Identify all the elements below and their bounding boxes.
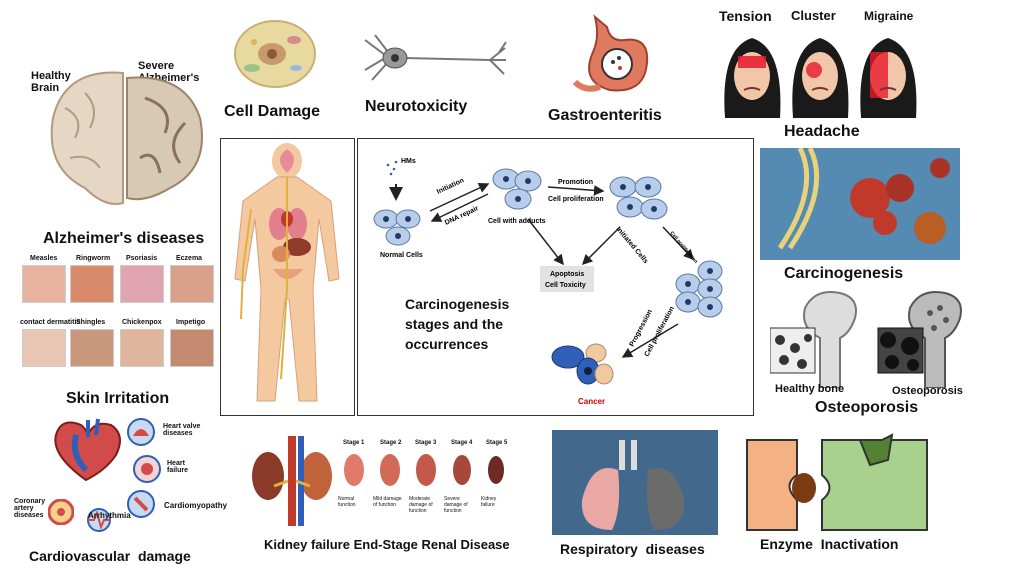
bones-image <box>770 291 962 388</box>
skin-tile-measles <box>22 265 66 303</box>
cardio-cardiomyopathy-label: Cardiomyopathy <box>164 501 228 510</box>
cardio-heart-valve-label: Heart valve diseases <box>163 423 201 437</box>
cell-damage-label: Cell Damage <box>224 103 321 120</box>
proliferated-cells <box>675 260 723 318</box>
skin-tile-chickenpox <box>120 329 164 367</box>
healthy-brain-label: Healthy Brain <box>31 70 71 94</box>
kidney-desc-5: Kidney failure <box>481 496 497 508</box>
gastroenteritis-label: Gastroenteritis <box>548 107 662 124</box>
kidney-anatomy-image <box>252 436 332 526</box>
apoptosis-label: Apoptosis <box>550 271 584 278</box>
carcinogenesis-image <box>760 148 960 260</box>
normal-cells-label: Normal Cells <box>380 252 423 259</box>
carcinogenesis-caption: Carcinogenesis stages and the occurrence… <box>405 296 510 352</box>
headache-type-tension: Tension <box>719 8 772 24</box>
heart-image <box>54 418 121 482</box>
cell-with-adducts <box>492 168 542 210</box>
kidney-stage-3: Stage 3 <box>415 440 437 446</box>
skin-tile-contact-dermatitis <box>22 329 66 367</box>
stomach-image <box>572 14 649 92</box>
human-body-panel <box>220 138 355 416</box>
cardiovascular-title: Cardiovascular damage <box>29 548 191 564</box>
initiated-cells-label: Initiated Cells <box>614 226 649 265</box>
skin-label-psoriasis: Psoriasis <box>126 255 158 262</box>
kidney-desc-2: Mild damage of function <box>373 496 402 508</box>
skin-tile-eczema <box>170 265 214 303</box>
skin-label-ringworm: Ringworm <box>76 255 111 262</box>
neuron-image <box>364 34 507 81</box>
headache-faces-image <box>724 38 917 118</box>
kidney-stage-2: Stage 2 <box>380 440 402 446</box>
kidney-desc-4: Severe damage of function <box>444 496 468 514</box>
kidney-desc-1: Normal function <box>338 496 356 508</box>
skin-label-impetigo: Impetigo <box>176 319 206 326</box>
cancer-cells <box>551 343 614 385</box>
neurotoxicity-label: Neurotoxicity <box>365 98 468 115</box>
osteoporosis-title: Osteoporosis <box>815 399 919 416</box>
cardio-heart-failure-label: Heart failure <box>167 460 189 474</box>
kidney-stages: Stage 1 Stage 2 Stage 3 Stage 4 Stage 5 … <box>336 436 511 531</box>
coronary-artery-icon <box>48 499 74 525</box>
skin-irritation-title: Skin Irritation <box>66 390 170 407</box>
severe-alzheimers-label: Severe Alzheimer's <box>138 60 200 84</box>
headache-title: Headache <box>784 123 860 140</box>
kidney-stage-4: Stage 4 <box>451 440 473 446</box>
human-body-image <box>234 143 340 402</box>
kidney-stage-5: Stage 5 <box>486 440 508 446</box>
heart-failure-icon <box>133 455 161 483</box>
skin-label-eczema: Eczema <box>176 255 203 262</box>
healthy-bone-label: Healthy bone <box>775 383 845 395</box>
cell-toxicity-label: Cell Toxicity <box>545 282 586 289</box>
cardiomyopathy-icon <box>127 490 155 518</box>
carcinogenesis-label: Carcinogenesis <box>784 265 904 282</box>
skin-grid: Measles Ringworm Psoriasis Eczema contac… <box>18 253 218 378</box>
initiation-label: Initiation <box>436 177 465 196</box>
skin-label-chickenpox: Chickenpox <box>122 319 162 326</box>
hms-label: HMs <box>401 158 416 165</box>
skin-tile-ringworm <box>70 265 114 303</box>
brain-image <box>50 71 203 205</box>
hms-dots <box>386 160 398 176</box>
lungs-image <box>552 430 718 535</box>
cell-with-adducts-label: Cell with adducts <box>488 218 546 225</box>
kidney-desc-3: Moderate damage of function <box>409 496 433 514</box>
enzyme-image <box>746 433 928 531</box>
osteoporosis-small-label: Osteoporosis <box>892 385 963 397</box>
skin-label-shingles: Shingles <box>76 319 106 326</box>
skin-tile-shingles <box>70 329 114 367</box>
alzheimers-title: Alzheimer's diseases <box>43 230 205 247</box>
skin-label-contact-dermatitis: contact dermatitis <box>20 319 81 326</box>
skin-tile-impetigo <box>170 329 214 367</box>
arrhythmia-icon <box>87 508 111 532</box>
kidney-stage-1: Stage 1 <box>343 440 365 446</box>
cancer-label: Cancer <box>578 397 605 406</box>
cell-proliferation-label-2: Cell proliferation <box>668 230 698 264</box>
respiratory-label: Respiratory diseases <box>560 541 705 557</box>
kidney-stage-icons <box>344 454 504 486</box>
skin-tile-psoriasis <box>120 265 164 303</box>
headache-type-migraine: Migraine <box>864 9 914 23</box>
cell-proliferation-label-1: Cell proliferation <box>548 196 604 203</box>
dna-repair-label: DNA repair <box>444 205 480 227</box>
skin-label-measles: Measles <box>30 255 58 262</box>
apoptosis-box <box>540 266 594 292</box>
enzyme-label: Enzyme Inactivation <box>760 536 899 552</box>
carcinogenesis-diagram: HMs Normal Cells Initiation DNA repair C… <box>373 158 723 406</box>
cardio-arrhythmia-label: Arrhythmia <box>88 511 131 520</box>
headache-type-cluster: Cluster <box>791 8 836 23</box>
cell-damage-image <box>234 20 316 88</box>
cardio-coronary-label: Coronary artery diseases <box>14 498 46 519</box>
kidney-title: Kidney failure End-Stage Renal Disease <box>264 537 510 552</box>
heart-valve-icon <box>127 418 155 446</box>
normal-cells <box>373 209 421 246</box>
initiated-cells <box>609 176 668 220</box>
promotion-label: Promotion <box>558 179 593 186</box>
